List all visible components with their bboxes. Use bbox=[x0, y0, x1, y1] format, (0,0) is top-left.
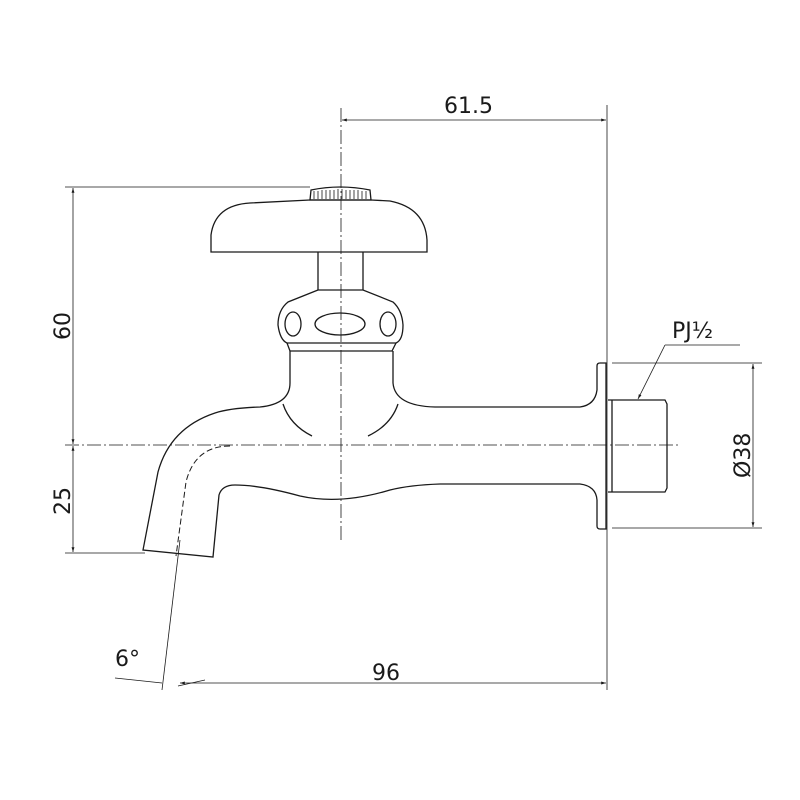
dim-handle-offset: 61.5 bbox=[444, 94, 493, 119]
thread-label: PJ½ bbox=[672, 319, 713, 344]
dim-height: 60 bbox=[51, 312, 76, 340]
faucet-body bbox=[142, 351, 668, 558]
handle bbox=[210, 186, 428, 352]
dim-reach: 96 bbox=[372, 661, 400, 686]
dim-drop: 25 bbox=[51, 487, 76, 515]
dim-angle: 6° bbox=[115, 647, 140, 672]
dim-flange-diameter: Ø38 bbox=[731, 433, 756, 478]
